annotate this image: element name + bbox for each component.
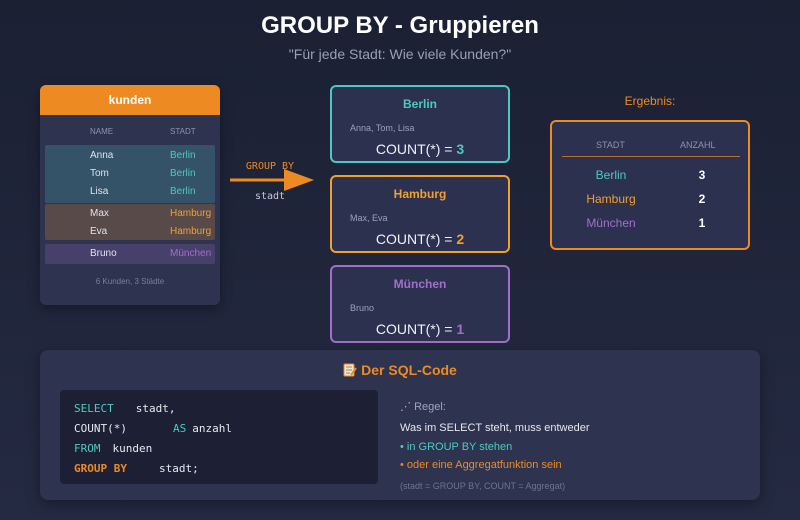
result-count: 3	[698, 168, 706, 182]
result-divider	[562, 156, 740, 157]
group-count-value: 1	[456, 321, 465, 337]
rule-title: ⋰ Regel:	[400, 400, 446, 413]
group-box-muenchen: München Bruno COUNT(*) = 1	[330, 265, 510, 343]
sql-text: anzahl	[192, 422, 232, 435]
result-label: Ergebnis:	[624, 94, 676, 108]
group-count-label: COUNT(*) =	[375, 141, 457, 157]
row-name: Lisa	[90, 186, 109, 197]
sql-keyword: SELECT	[74, 402, 114, 415]
group-count-label: COUNT(*) =	[375, 231, 457, 247]
rule-note: (stadt = GROUP BY, COUNT = Aggregat)	[400, 481, 566, 491]
row-name: Max	[90, 208, 109, 219]
result-header-city: STADT	[596, 140, 625, 150]
result-table: STADT ANZAHL Berlin 3 Hamburg 2 München …	[550, 120, 750, 250]
sql-keyword: GROUP BY	[74, 462, 127, 475]
group-box-berlin: Berlin Anna, Tom, Lisa COUNT(*) = 3	[330, 85, 510, 163]
group-title: Hamburg	[393, 187, 447, 201]
table-row: Eva Hamburg	[40, 223, 220, 241]
row-city: Berlin	[170, 150, 196, 161]
table-row: Lisa Berlin	[40, 183, 220, 201]
sql-text: stadt;	[158, 462, 199, 475]
table-row: Anna Berlin	[40, 147, 220, 165]
rule-bullet: • oder eine Aggregatfunktion sein	[400, 459, 562, 471]
rule-title-text: Regel:	[414, 401, 446, 413]
group-count: COUNT(*) = 2	[332, 231, 508, 247]
sql-text: stadt,	[135, 402, 176, 415]
source-table-name: kunden	[40, 85, 220, 115]
table-row: Bruno München	[40, 245, 220, 263]
result-count: 2	[698, 192, 706, 206]
group-count-value: 2	[456, 231, 465, 247]
row-city: Hamburg	[170, 208, 212, 219]
row-city: Hamburg	[170, 226, 212, 237]
group-count-label: COUNT(*) =	[375, 321, 457, 337]
group-count: COUNT(*) = 1	[332, 321, 508, 337]
result-city: Berlin	[595, 168, 627, 182]
result-count: 1	[698, 216, 706, 230]
memo-icon	[343, 363, 357, 377]
sql-function: COUNT(*)	[74, 422, 127, 435]
group-members: Anna, Tom, Lisa	[350, 123, 415, 133]
table-row: Tom Berlin	[40, 165, 220, 183]
row-name: Eva	[90, 226, 108, 237]
hamburg-group-band	[45, 204, 215, 240]
group-box-hamburg: Hamburg Max, Eva COUNT(*) = 2	[330, 175, 510, 253]
rule-bullet: • in GROUP BY stehen	[400, 441, 513, 453]
group-title: München	[393, 277, 447, 291]
sql-title: Der SQL-Code	[40, 362, 760, 378]
source-table-footer: 6 Kunden, 3 Städte	[95, 277, 165, 286]
sql-code-block: SELECT stadt, COUNT(*) AS anzahl FROM kunden…	[60, 390, 378, 484]
arrow-label-group-by: GROUP BY	[245, 161, 295, 172]
result-city: München	[586, 216, 636, 230]
row-city: Berlin	[170, 168, 196, 179]
muenchen-group-band	[45, 244, 215, 264]
source-table: kunden NAME STADT Anna Berlin Tom Berlin…	[40, 85, 220, 305]
row-name: Bruno	[90, 248, 117, 259]
row-name: Tom	[90, 168, 109, 179]
page-title: GROUP BY - Gruppieren	[261, 12, 539, 39]
page-subtitle: "Für jede Stadt: Wie viele Kunden?"	[288, 46, 512, 62]
row-city: München	[170, 248, 212, 259]
group-count: COUNT(*) = 3	[332, 141, 508, 157]
sql-text: kunden	[112, 442, 153, 455]
sql-panel: Der SQL-Code SELECT stadt, COUNT(*) AS anza…	[40, 350, 760, 500]
result-city: Hamburg	[586, 192, 636, 206]
column-header-city: STADT	[170, 127, 196, 136]
group-members: Bruno	[350, 303, 375, 313]
group-count-value: 3	[456, 141, 465, 157]
sql-keyword: AS	[172, 422, 187, 435]
rule-text: Was im SELECT steht, muss entweder	[400, 422, 590, 434]
row-city: Berlin	[170, 186, 196, 197]
row-name: Anna	[90, 150, 114, 161]
group-members: Max, Eva	[350, 213, 388, 223]
arrow-icon	[230, 169, 314, 191]
column-header-name: NAME	[90, 127, 114, 136]
berlin-group-band	[45, 145, 215, 203]
group-title: Berlin	[402, 97, 437, 111]
sparkle-icon: ⋰	[400, 401, 411, 413]
table-row: Max Hamburg	[40, 205, 220, 223]
sql-title-text: Der SQL-Code	[361, 362, 457, 378]
sql-keyword: FROM	[74, 442, 101, 455]
arrow-label-column: stadt	[254, 191, 286, 202]
result-header-count: ANZAHL	[680, 140, 716, 150]
